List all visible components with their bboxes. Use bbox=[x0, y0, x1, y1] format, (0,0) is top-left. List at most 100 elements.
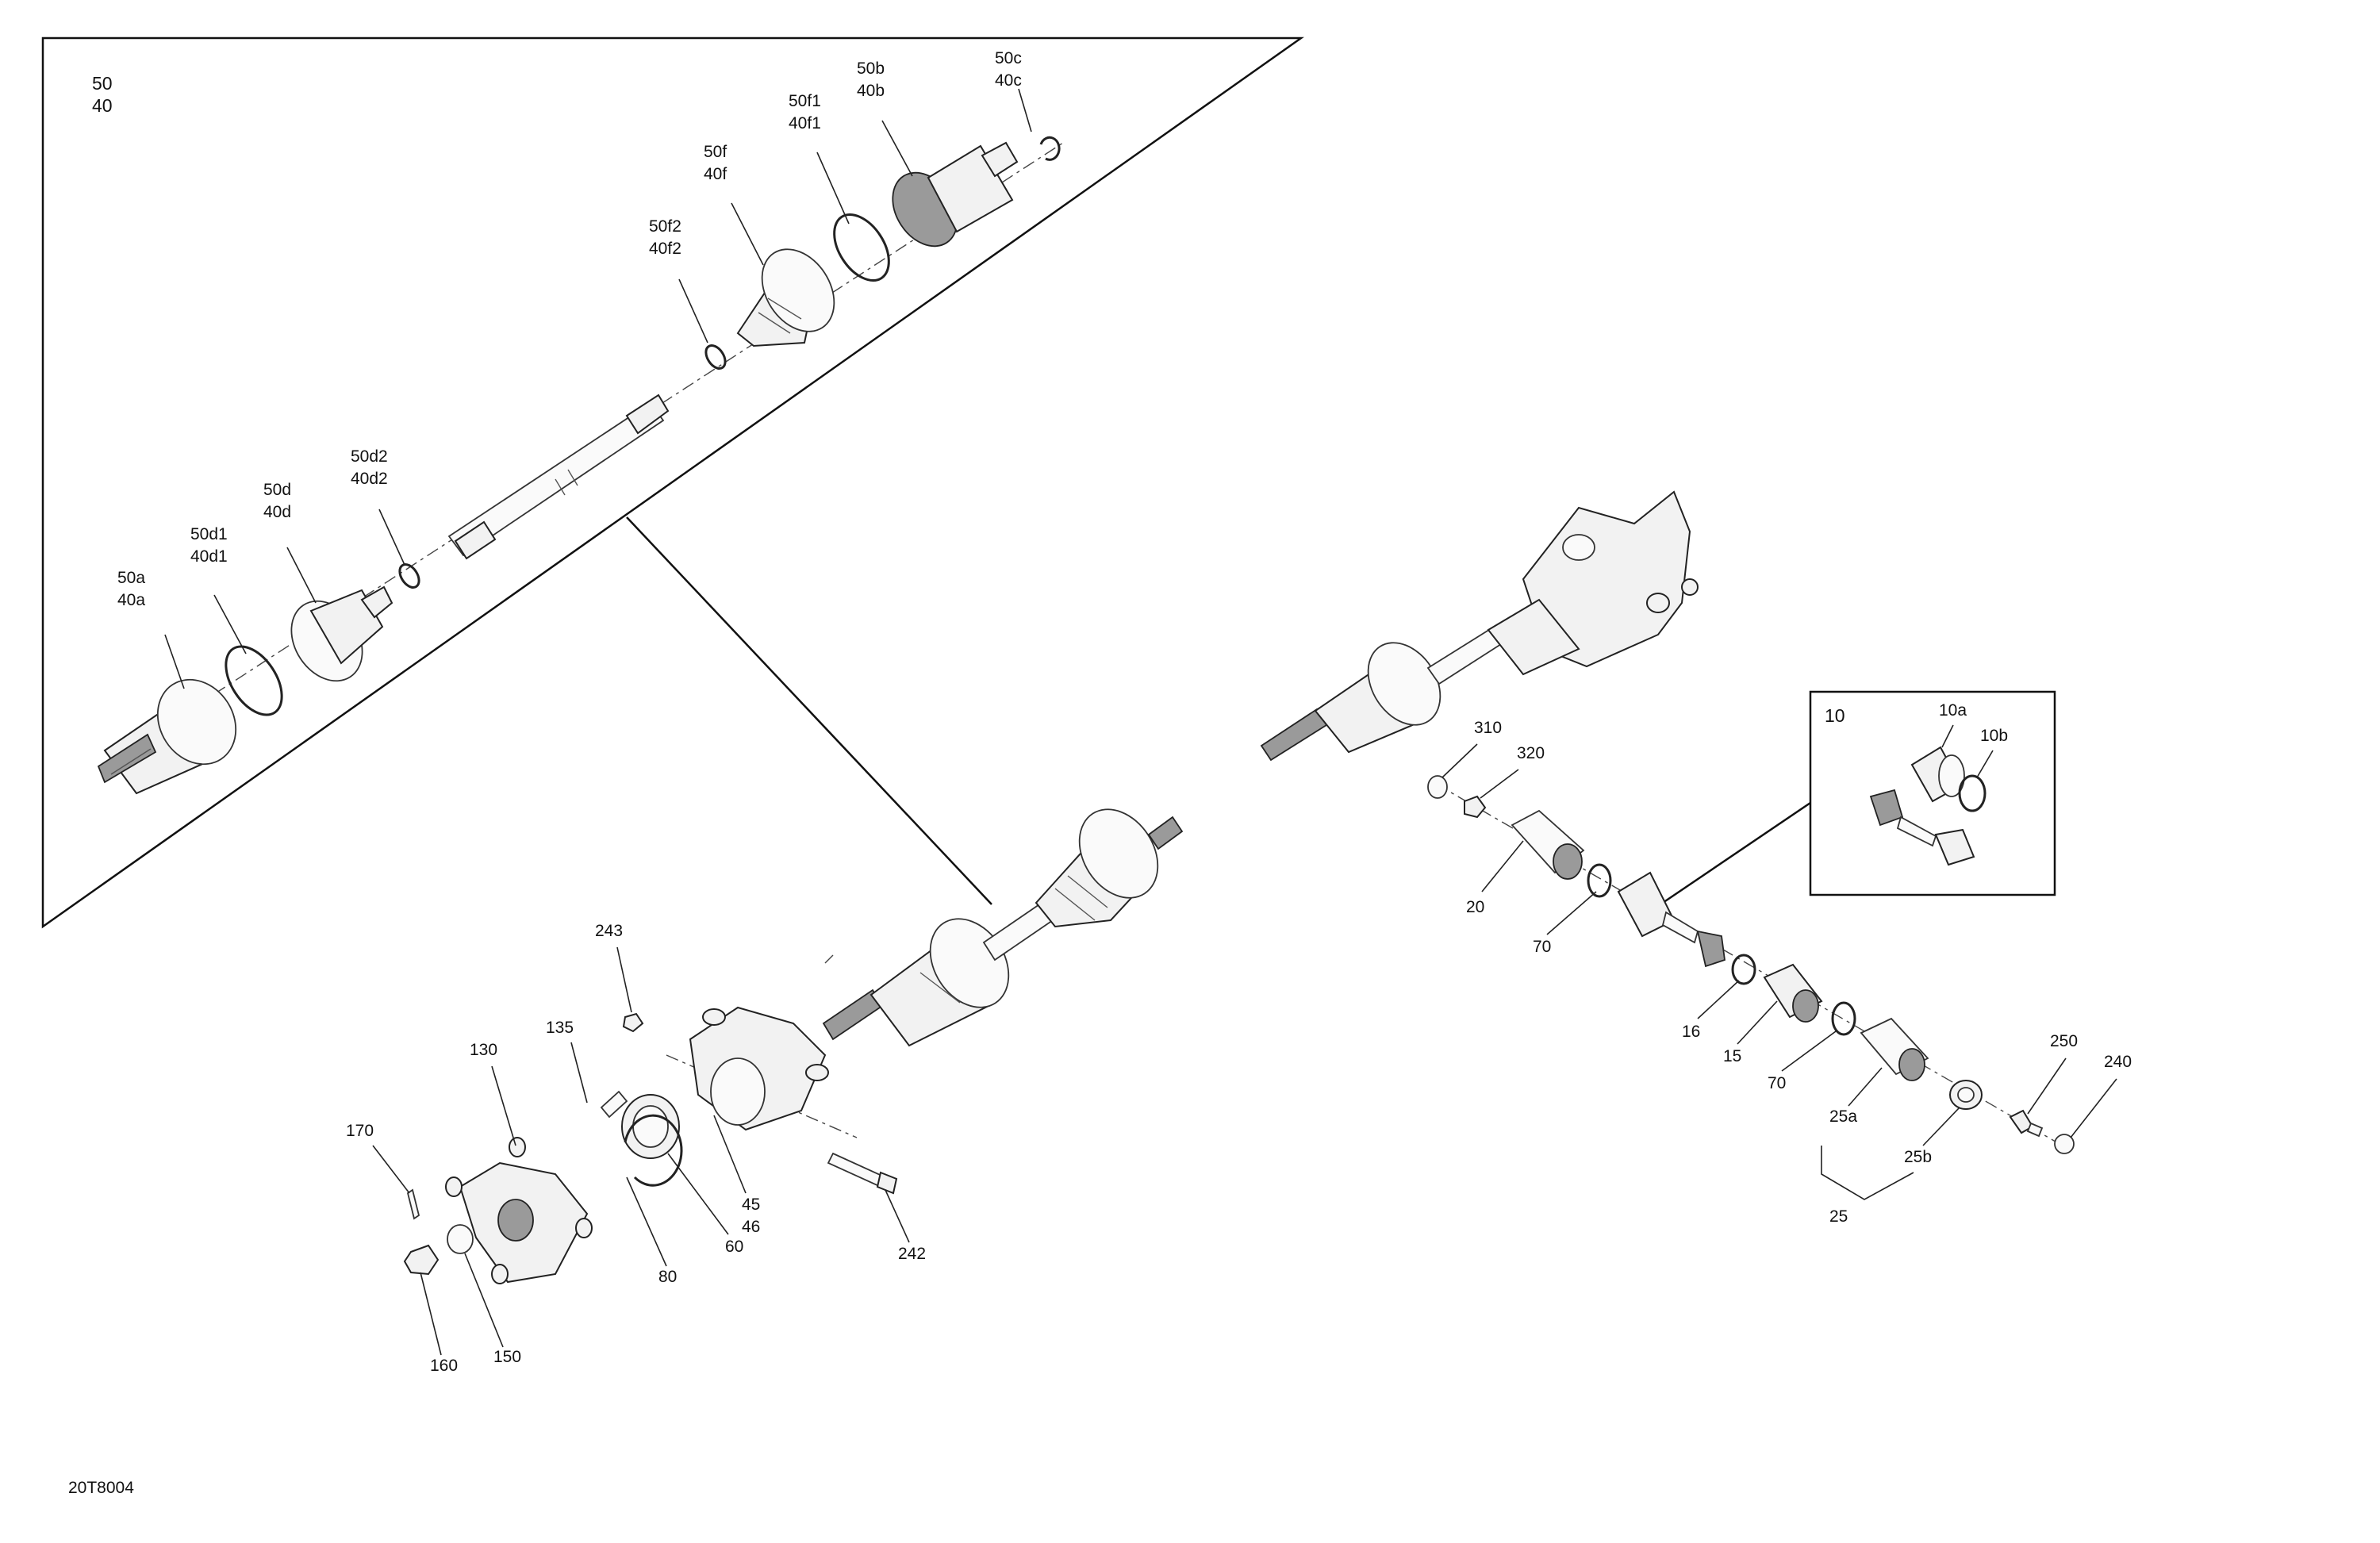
callout-line: 45 bbox=[742, 1196, 760, 1214]
callout-line: 40f bbox=[704, 165, 727, 183]
callout-line: 25 bbox=[1829, 1207, 1848, 1226]
callout-line: 40d2 bbox=[351, 470, 388, 488]
kit-10-connector-line bbox=[1657, 801, 1811, 908]
callout-line: 50d bbox=[263, 481, 291, 499]
inset-boot-clamp-large bbox=[225, 645, 283, 716]
callout-line: 10a bbox=[1939, 701, 1967, 720]
callout-line: 46 bbox=[742, 1218, 760, 1236]
callout-250: 250 bbox=[2050, 1032, 2078, 1050]
callout-line: 50 bbox=[92, 73, 113, 94]
ring-70-upper bbox=[1587, 863, 1612, 898]
callout-line: 10 bbox=[1825, 705, 1845, 726]
inset-shaft bbox=[447, 393, 670, 560]
callout-line: 20 bbox=[1466, 898, 1484, 916]
washer-150 bbox=[447, 1224, 474, 1254]
callout-20: 20 bbox=[1466, 898, 1484, 916]
callout-line: 242 bbox=[898, 1245, 926, 1263]
nut-243 bbox=[622, 1012, 644, 1033]
nut-320 bbox=[1464, 795, 1487, 819]
callout-line: 130 bbox=[470, 1041, 497, 1059]
callout-15: 15 bbox=[1723, 1047, 1741, 1065]
kit-10-clamp-10b bbox=[1958, 774, 1987, 812]
wheel-stud bbox=[600, 1090, 628, 1119]
callout-line: 40d1 bbox=[190, 547, 228, 566]
main-drive-shaft bbox=[822, 808, 1184, 1047]
callout-line: 50b bbox=[857, 59, 885, 78]
callout-60: 60 bbox=[725, 1238, 743, 1256]
callout-243: 243 bbox=[595, 922, 623, 940]
bracket-25 bbox=[1821, 1146, 1914, 1200]
leader-lines bbox=[164, 88, 2117, 1356]
callout-line: 243 bbox=[595, 922, 623, 940]
ring-25b bbox=[1949, 1080, 1983, 1110]
callout-170: 170 bbox=[346, 1122, 374, 1140]
steering-knuckle bbox=[689, 1006, 829, 1131]
callout-line: 150 bbox=[493, 1348, 521, 1366]
inset-frame-drive-shaft bbox=[41, 36, 1304, 929]
drawing-number: 20T8004 bbox=[68, 1479, 134, 1497]
inset-inner-cv-joint bbox=[892, 141, 1019, 248]
callout-line: 50f bbox=[704, 143, 727, 161]
inset-connector-line bbox=[626, 516, 992, 905]
callout-line: 40f1 bbox=[789, 114, 821, 132]
sleeve-20 bbox=[1511, 809, 1585, 880]
callout-242: 242 bbox=[898, 1245, 926, 1263]
callout-line: 80 bbox=[658, 1268, 677, 1286]
ring-70-lower bbox=[1831, 1001, 1856, 1036]
callout-line: 160 bbox=[430, 1357, 458, 1375]
callout-line: 60 bbox=[725, 1238, 743, 1256]
callout-70-upper: 70 bbox=[1533, 938, 1551, 956]
bolt-250 bbox=[2009, 1109, 2044, 1138]
inset-boot-outer bbox=[290, 585, 393, 682]
callout-line: 50a bbox=[117, 569, 145, 587]
callout-135: 135 bbox=[546, 1019, 574, 1037]
callout-150: 150 bbox=[493, 1348, 521, 1366]
callout-10-main: 10 bbox=[1825, 705, 1845, 726]
callout-line: 10b bbox=[1980, 727, 2008, 745]
retaining-ring bbox=[624, 1114, 683, 1187]
wheel-bearing bbox=[621, 1094, 680, 1159]
right-drive-shaft bbox=[1260, 598, 1580, 762]
callout-line: 50f2 bbox=[649, 217, 681, 236]
bolt-242 bbox=[827, 1152, 898, 1195]
callout-line: 25a bbox=[1829, 1107, 1857, 1126]
callout-320: 320 bbox=[1517, 744, 1545, 762]
callout-10a: 10a bbox=[1939, 701, 1967, 720]
callout-10b: 10b bbox=[1980, 727, 2008, 745]
callout-160: 160 bbox=[430, 1357, 458, 1375]
callout-130: 130 bbox=[470, 1041, 497, 1059]
callout-16: 16 bbox=[1682, 1023, 1700, 1041]
callout-line: 70 bbox=[1533, 938, 1551, 956]
callout-240: 240 bbox=[2104, 1053, 2132, 1071]
callout-70-lower: 70 bbox=[1768, 1074, 1786, 1092]
kit-10-shaft bbox=[1869, 789, 1975, 866]
callout-line: 40 bbox=[92, 95, 113, 116]
callout-line: 15 bbox=[1723, 1047, 1741, 1065]
callout-25b: 25b bbox=[1904, 1148, 1932, 1166]
front-differential bbox=[1522, 490, 1699, 668]
callout-310: 310 bbox=[1474, 719, 1502, 737]
callout-line: 250 bbox=[2050, 1032, 2078, 1050]
inset-circlip bbox=[1039, 136, 1061, 161]
callout-line: 40b bbox=[857, 82, 885, 100]
callout-line: 320 bbox=[1517, 744, 1545, 762]
inset-outer-cv-joint bbox=[97, 678, 237, 795]
sleeve-25a bbox=[1860, 1017, 1929, 1081]
callout-line: 40a bbox=[117, 591, 145, 609]
callout-25a: 25a bbox=[1829, 1107, 1857, 1126]
ring-16 bbox=[1731, 954, 1756, 985]
callout-line: 50c bbox=[995, 49, 1022, 67]
callout-line: 50f1 bbox=[789, 92, 821, 110]
callout-line: 40d bbox=[263, 503, 291, 521]
inset-boot-clamp-small-inner bbox=[704, 344, 727, 370]
